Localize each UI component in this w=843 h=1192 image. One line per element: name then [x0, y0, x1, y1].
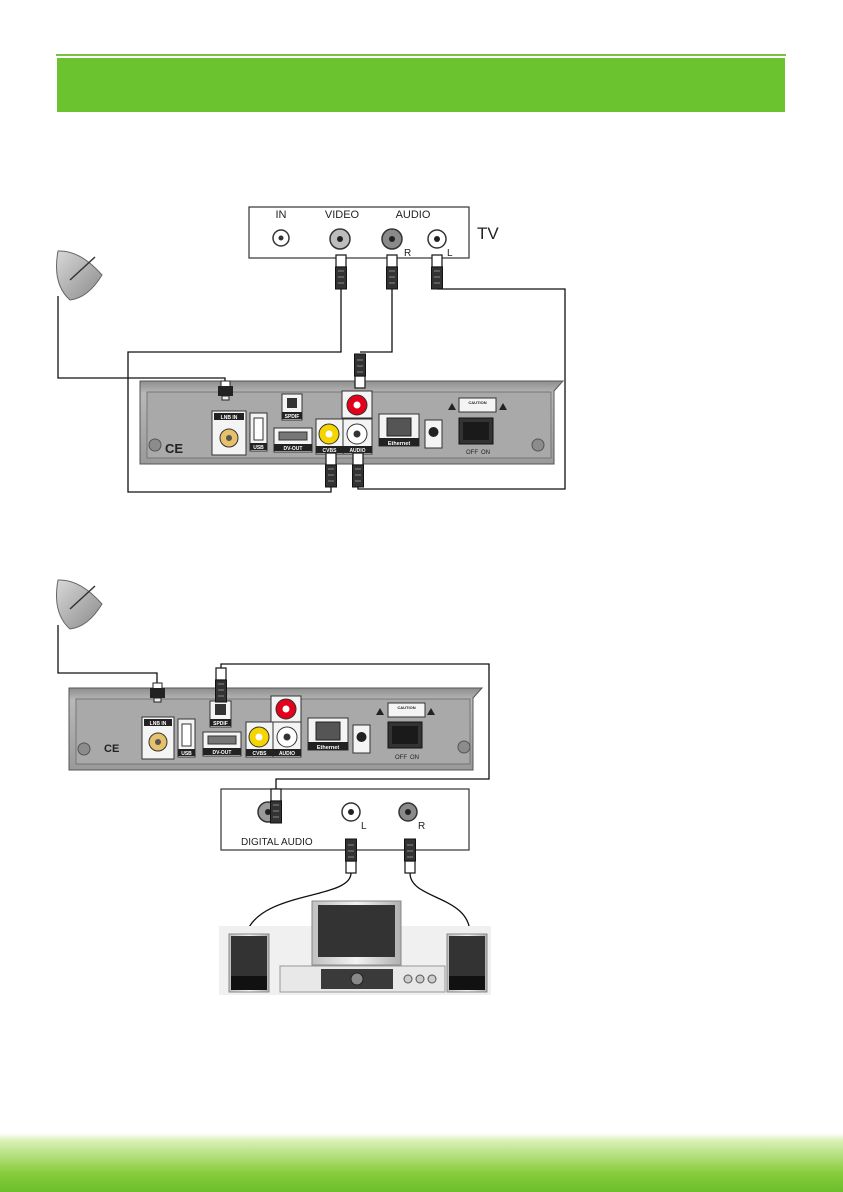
satellite-dish-icon	[57, 580, 103, 629]
receiver-audio-r-plug	[355, 354, 366, 388]
tv-audio-r-plug	[387, 255, 398, 289]
switch-on-label: ON	[481, 450, 490, 456]
receiver-rear-panel-2: CE LNB IN USB SPDIF DV-OUT CVBS AUDIO	[69, 688, 482, 770]
tv-l-label: L	[447, 248, 453, 259]
spdif-optical-plug	[216, 668, 227, 702]
receiver-cvbs-plug	[326, 453, 337, 487]
lnb-in-label: LNB IN	[221, 415, 238, 421]
amp-l-plug	[346, 839, 357, 873]
digital-audio-label: DIGITAL AUDIO	[241, 837, 313, 848]
ethernet-label: Ethernet	[388, 441, 410, 447]
amp-r-plug	[405, 839, 416, 873]
satellite-dish-icon	[57, 251, 103, 300]
tv-r-label: R	[404, 248, 411, 259]
tv-audio-l-plug	[432, 255, 443, 289]
amp-l-jack	[342, 803, 360, 821]
tv-audio-label: AUDIO	[396, 209, 431, 221]
ce-mark: CE	[165, 441, 183, 456]
digital-audio-plug	[271, 789, 282, 823]
amp-r-jack	[399, 803, 417, 821]
speaker-icon	[229, 934, 269, 992]
spdif-label: SPDIF	[213, 721, 228, 727]
spdif-label: SPDIF	[285, 414, 300, 420]
amplifier-icon	[280, 966, 445, 992]
tv-audio-r-jack	[382, 229, 402, 249]
tv-video-plug	[336, 255, 347, 289]
tv-antenna-jack	[273, 230, 289, 246]
usb-label: USB	[253, 445, 264, 451]
tv-input-panel: IN VIDEO AUDIO R L	[249, 207, 469, 259]
usb-label: USB	[181, 751, 192, 757]
ethernet-label: Ethernet	[317, 745, 339, 751]
audio-label: AUDIO	[279, 751, 295, 757]
lnb-in-label: LNB IN	[150, 721, 167, 727]
dv-out-label: DV-OUT	[284, 446, 303, 452]
cvbs-label: CVBS	[253, 751, 268, 757]
footer-band	[0, 1133, 843, 1192]
tv-audio-l-jack	[428, 230, 446, 248]
tv-label: TV	[477, 224, 499, 243]
amp-r-label: R	[418, 821, 425, 832]
caution-label: CAUTION	[397, 705, 415, 710]
switch-on-label: ON	[410, 755, 419, 761]
amp-l-label: L	[361, 821, 367, 832]
speaker-icon	[447, 934, 487, 992]
tv-video-label: VIDEO	[325, 209, 360, 221]
ce-mark: CE	[104, 743, 119, 755]
dv-out-label: DV-OUT	[213, 750, 232, 756]
caution-label: CAUTION	[468, 400, 486, 405]
switch-off-label: OFF	[395, 755, 407, 761]
receiver-rear-panel-1: CE LNB IN USB SPDIF DV-OUT CVBS	[140, 381, 563, 464]
subwoofer-icon	[312, 901, 401, 965]
tv-video-jack	[330, 229, 350, 249]
receiver-audio-l-plug	[353, 453, 364, 487]
switch-off-label: OFF	[466, 450, 478, 456]
tv-in-label: IN	[276, 209, 287, 221]
